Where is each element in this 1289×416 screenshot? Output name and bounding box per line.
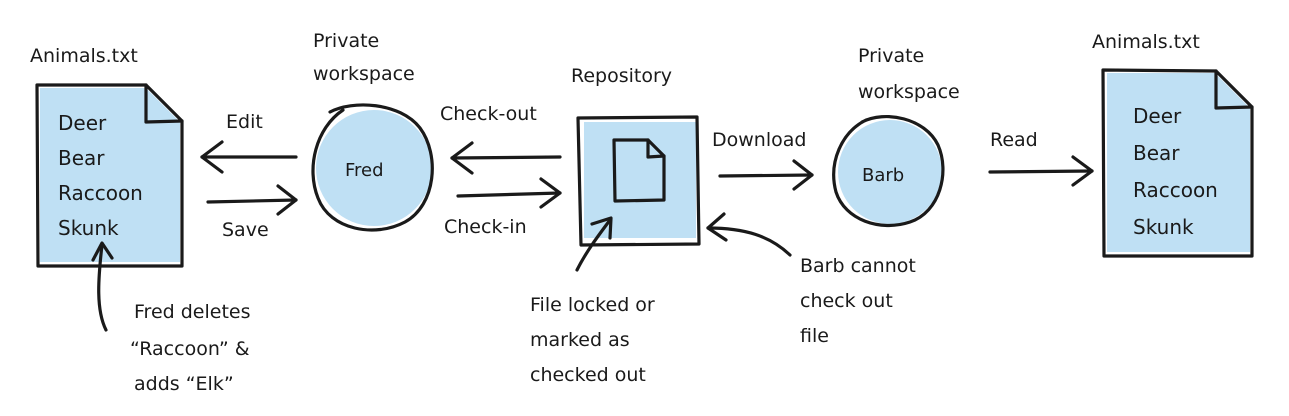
checkin-label: Check-in [444, 216, 527, 238]
right-file-line-2: Bear [1133, 141, 1180, 165]
repository-box [576, 115, 701, 247]
fred-note-line-2: “Raccoon” & [130, 338, 250, 360]
save-label: Save [222, 219, 269, 241]
right-file-title: Animals.txt [1092, 31, 1200, 53]
left-file-fold [144, 83, 184, 124]
repository: Repository [571, 65, 701, 247]
right-file-line-1: Deer [1133, 104, 1182, 128]
checkout-arrow: Check-out [440, 103, 562, 175]
fred-workspace: Private workspace Fred [311, 30, 434, 232]
fred-note-pointer [97, 243, 108, 332]
edit-arrow: Edit [200, 111, 298, 174]
barb-caption-line-1: Private [858, 45, 924, 67]
read-arrow: Read [988, 129, 1094, 187]
barb-note: Barb cannot check out file [706, 212, 916, 347]
lock-note-line-3: checked out [530, 364, 646, 386]
right-file-line-3: Raccoon [1133, 178, 1218, 202]
lock-note-pointer [575, 218, 612, 272]
fred-note-line-3: adds “Elk” [134, 373, 234, 395]
barb-circle-fill [838, 120, 942, 224]
right-file-line-4: Skunk [1133, 215, 1194, 239]
right-file-fill [1107, 73, 1250, 252]
barb-workspace: Private workspace Barb [832, 45, 960, 228]
left-file-line-1: Deer [58, 111, 107, 135]
left-file-line-2: Bear [58, 146, 105, 170]
left-file-line-3: Raccoon [58, 181, 143, 205]
fred-circle [311, 103, 434, 232]
left-file-fill [40, 88, 180, 262]
lock-note: File locked or marked as checked out [530, 216, 655, 386]
barb-caption-line-2: workspace [858, 81, 960, 103]
edit-label: Edit [226, 111, 263, 133]
save-arrow: Save [206, 184, 298, 241]
fred-circle-fill [316, 110, 432, 226]
lock-note-line-2: marked as [530, 329, 630, 351]
right-file: Animals.txt Deer Bear Raccoon Skunk [1092, 31, 1254, 258]
left-file-outline [35, 83, 184, 268]
download-label: Download [712, 129, 806, 151]
barb-note-line-2: check out [800, 290, 893, 312]
fred-caption-line-2: workspace [313, 63, 415, 85]
fred-name: Fred [345, 160, 384, 181]
read-label: Read [990, 129, 1038, 151]
repository-title: Repository [571, 65, 672, 87]
left-file: Animals.txt Deer Bear Raccoon Skunk [30, 45, 184, 268]
left-file-title: Animals.txt [30, 45, 138, 67]
repository-file-icon [612, 138, 666, 203]
checkout-label: Check-out [440, 103, 537, 125]
barb-note-line-3: file [800, 325, 829, 347]
fred-caption-line-1: Private [313, 30, 379, 52]
right-file-outline [1101, 68, 1254, 258]
right-file-fold [1214, 69, 1254, 110]
barb-name: Barb [862, 165, 904, 186]
left-file-line-4: Skunk [58, 216, 119, 240]
checkin-arrow: Check-in [444, 177, 562, 238]
barb-note-pointer [706, 226, 792, 257]
lock-note-line-1: File locked or [530, 294, 655, 316]
barb-circle [832, 114, 945, 228]
fred-note-line-1: Fred deletes [134, 301, 251, 323]
download-arrow: Download [712, 129, 814, 191]
barb-note-line-1: Barb cannot [800, 255, 916, 277]
fred-note: Fred deletes “Raccoon” & adds “Elk” [91, 241, 251, 395]
